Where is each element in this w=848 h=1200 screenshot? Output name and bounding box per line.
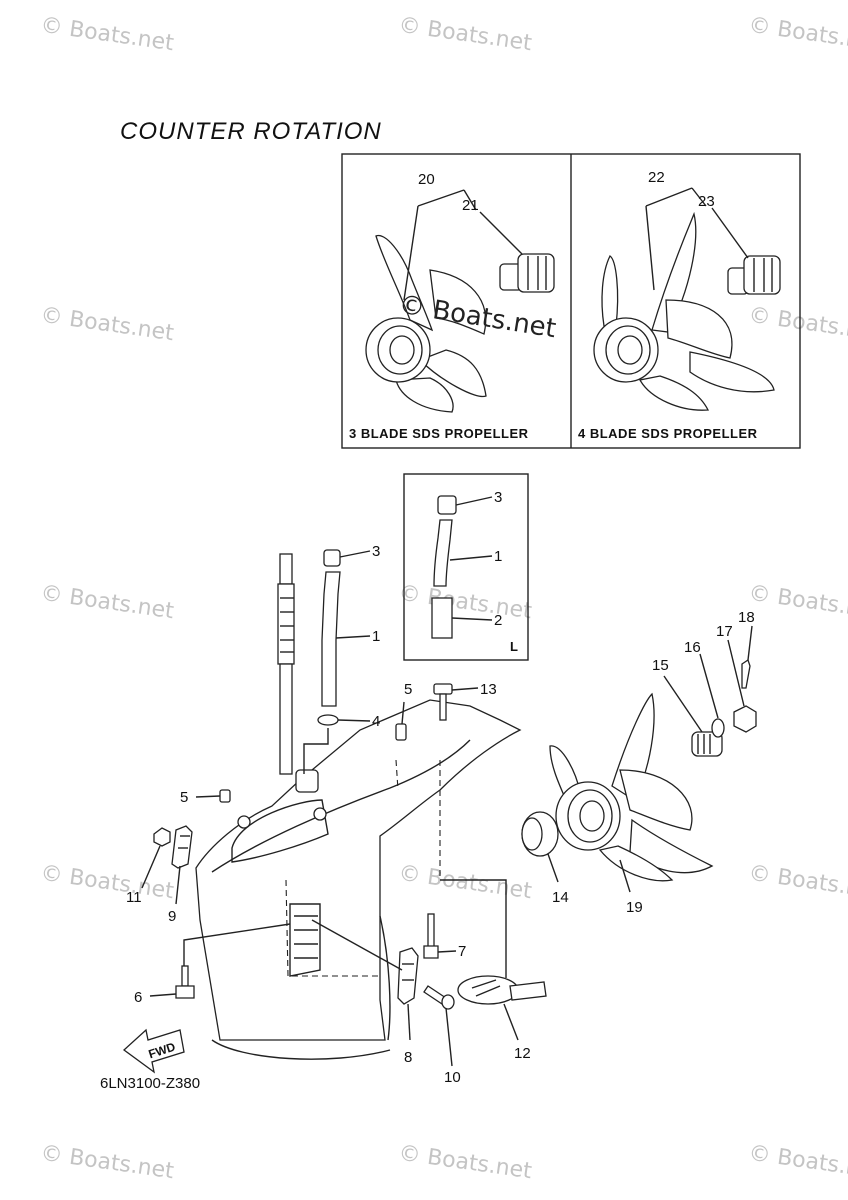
nut-11 (141, 827, 171, 889)
diagram-title: COUNTER ROTATION (120, 118, 382, 145)
callout-14: 14 (552, 889, 569, 906)
fwd-arrow-icon: FWD (122, 1028, 185, 1074)
callout-16: 16 (684, 639, 701, 656)
three-blade-propeller (365, 205, 487, 413)
thrust-hub-14 (521, 811, 559, 883)
callout-11: 11 (126, 889, 142, 906)
callout-10: 10 (444, 1069, 461, 1086)
callout-23: 23 (698, 193, 715, 210)
callout-5-left: 5 (180, 789, 188, 806)
spacer-15 (663, 675, 723, 757)
callout-15: 15 (652, 657, 669, 674)
inset-callout-3: 3 (494, 489, 502, 506)
callout-9: 9 (168, 908, 176, 925)
callout-5-top: 5 (404, 681, 412, 698)
anode-12 (440, 879, 547, 1041)
bolt-13 (433, 683, 479, 721)
callout-19: 19 (626, 899, 643, 916)
screw-10 (423, 985, 455, 1067)
three-blade-caption: 3 BLADE SDS PROPELLER (349, 426, 529, 441)
inset-tag: L (510, 639, 518, 654)
callout-22: 22 (648, 169, 665, 186)
four-blade-caption: 4 BLADE SDS PROPELLER (578, 426, 758, 441)
bolt-7 (423, 913, 457, 959)
inset-callout-2: 2 (494, 612, 502, 629)
inset-callout-1: 1 (494, 548, 502, 565)
callout-12: 12 (514, 1045, 531, 1062)
callout-20: 20 (418, 171, 435, 188)
diagram-code: 6LN3100-Z380 (100, 1075, 201, 1092)
callout-4: 4 (372, 713, 380, 730)
dowel-pin-5 (395, 723, 407, 741)
inset-box (403, 473, 529, 661)
callout-7: 7 (458, 943, 466, 960)
bolt-6 (149, 923, 291, 999)
dowel-pin-5 (219, 789, 231, 803)
inset-parts (431, 495, 493, 639)
propeller-19 (549, 692, 714, 893)
callout-6: 6 (134, 989, 142, 1006)
callout-3: 3 (372, 543, 380, 560)
washer-16 (699, 653, 725, 738)
clip-8 (311, 919, 419, 1041)
callout-13: 13 (480, 681, 497, 698)
cotter-pin-18 (741, 625, 753, 689)
nut-17 (727, 639, 757, 733)
callout-18: 18 (738, 609, 755, 626)
callout-8: 8 (404, 1049, 412, 1066)
callout-1: 1 (372, 628, 380, 645)
clip-9 (171, 825, 193, 905)
drive-shaft (277, 553, 295, 775)
four-blade-propeller (593, 205, 775, 411)
water-tube (317, 549, 371, 726)
callout-21: 21 (462, 197, 479, 214)
gearcase-body (195, 699, 522, 1060)
propeller-nut-23 (711, 207, 781, 295)
callout-17: 17 (716, 623, 733, 640)
propeller-nut-21 (479, 211, 555, 293)
